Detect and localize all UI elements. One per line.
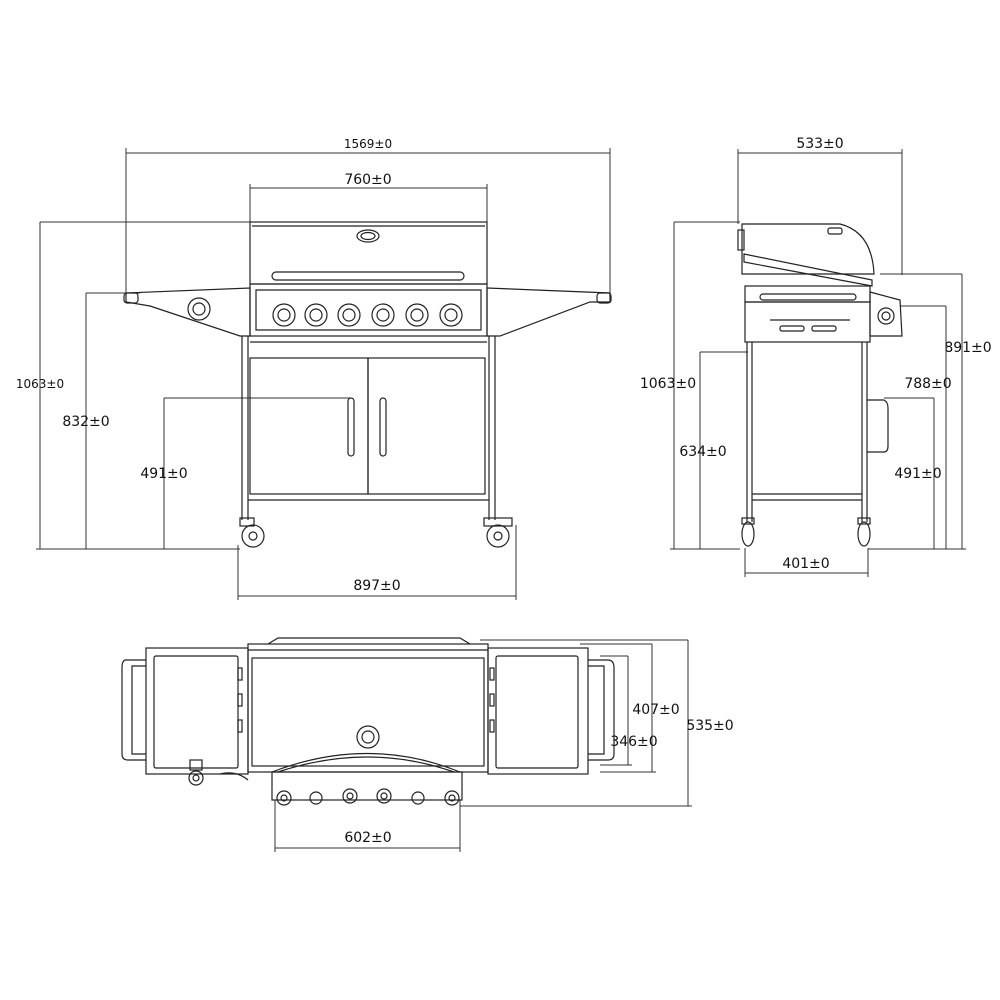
dim-top-depth-c: 535±0 — [460, 639, 734, 807]
front-view: 1569±0 760±0 1063±0 832±0 491±0 — [16, 137, 612, 600]
label-side-burner-height: 891±0 — [944, 340, 991, 356]
top-knobs — [276, 788, 460, 806]
dim-top-depth-b: 346±0 — [600, 655, 658, 766]
dim-top-control-width: 602±0 — [274, 800, 461, 852]
label-shelf-height: 832±0 — [62, 414, 109, 430]
top-right-shelf — [487, 647, 615, 775]
dim-side-base-depth: 401±0 — [744, 548, 869, 577]
dim-side-overall-height: 1063±0 — [640, 221, 740, 550]
dim-side-frame-height: 634±0 — [679, 351, 748, 549]
dim-overall-height: 1063±0 — [16, 221, 250, 550]
label-hood-width: 760±0 — [344, 172, 391, 188]
label-overall-width: 1569±0 — [344, 137, 392, 151]
dim-side-burner-height: 891±0 — [868, 273, 992, 550]
burner-knobs — [272, 303, 463, 327]
label-side-frame-height: 634±0 — [679, 444, 726, 460]
label-top-control-width: 602±0 — [344, 830, 391, 846]
label-cart-width: 897±0 — [353, 578, 400, 594]
label-side-overall-height: 1063±0 — [640, 376, 696, 392]
front-control-panel — [249, 283, 488, 343]
side-body — [744, 285, 903, 343]
label-cabinet-height: 491±0 — [140, 466, 187, 482]
label-side-depth: 533±0 — [796, 136, 843, 152]
front-wheels — [239, 517, 513, 548]
label-side-base-depth: 401±0 — [782, 556, 829, 572]
dim-side-shelf-height: 788±0 — [900, 305, 952, 549]
label-side-cabinet-height: 491±0 — [894, 466, 941, 482]
label-top-depth-a: 407±0 — [632, 702, 679, 718]
label-top-depth-b: 346±0 — [610, 734, 657, 750]
dim-cabinet-height: 491±0 — [140, 397, 350, 549]
front-hood — [249, 221, 488, 285]
top-view: 407±0 346±0 535±0 602±0 — [121, 637, 734, 852]
side-cart — [746, 342, 889, 522]
dim-top-depth-a: 407±0 — [580, 643, 680, 773]
dim-side-cabinet-height: 491±0 — [884, 397, 942, 549]
label-overall-height: 1063±0 — [16, 377, 64, 391]
dim-shelf-height: 832±0 — [62, 292, 140, 549]
dim-cart-width: 897±0 — [237, 525, 517, 600]
top-body — [247, 637, 489, 801]
side-hood — [737, 223, 875, 287]
label-top-depth-c: 535±0 — [686, 718, 733, 734]
side-view: 533±0 1063±0 634±0 891±0 788±0 — [640, 136, 992, 577]
front-side-shelves — [123, 287, 612, 337]
dim-side-depth: 533±0 — [737, 136, 903, 275]
side-wheels — [741, 517, 871, 547]
front-cart — [241, 336, 496, 520]
top-left-shelf — [121, 647, 249, 786]
dim-overall-width: 1569±0 — [125, 137, 611, 296]
label-side-shelf-height: 788±0 — [904, 376, 951, 392]
dim-hood-width: 760±0 — [249, 172, 488, 222]
